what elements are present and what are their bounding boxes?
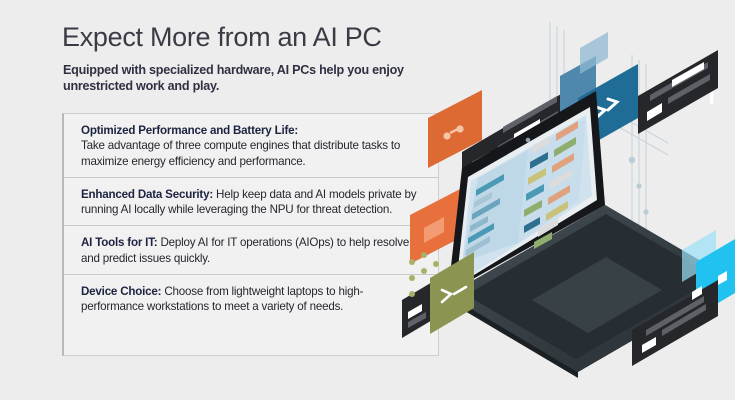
chevron-dash-icon: [440, 285, 468, 304]
screen-code-content: [462, 118, 586, 262]
play-bar-icon: [710, 91, 727, 285]
cyan-card-light: [682, 230, 716, 282]
laptop-base: [448, 205, 735, 378]
bullet-body: Deploy AI for IT operations (AIOps) to h…: [81, 236, 410, 265]
orange-card-bottom: [410, 188, 462, 264]
chevrons-icon: [594, 97, 620, 120]
bullet-lead: AI Tools for IT:: [81, 236, 158, 250]
bullet-body: Help keep data and AI models private by …: [81, 187, 417, 217]
dark-card-lower-right: [632, 280, 718, 366]
bullet-body: Choose from lightweight laptops to high-…: [81, 285, 364, 314]
code-bars-left: [466, 174, 504, 256]
bullet-lead: Device Choice:: [81, 285, 162, 299]
bullet-lead: Optimized Performance and Battery Life:: [81, 124, 299, 137]
blue-card-light-small: [580, 32, 608, 74]
dark-card-upper-right: [638, 50, 718, 134]
page-subtitle: Equipped with specialized hardware, AI P…: [63, 63, 404, 93]
laptop-screen: [448, 91, 605, 293]
page-title: Expect More from an AI PC: [62, 22, 382, 52]
bullet-lead: Enhanced Data Security:: [81, 187, 213, 201]
list-item: Optimized Performance and Battery Life: …: [64, 114, 438, 178]
ai-pc-illustration: [400, 0, 735, 400]
olive-card: [430, 252, 474, 334]
list-item: Enhanced Data Security: Help keep data a…: [64, 178, 438, 227]
olive-dots: [409, 252, 439, 297]
bullet-body: Take advantage of three compute engines …: [81, 139, 401, 168]
orange-card-top: [428, 90, 482, 168]
list-item: Device Choice: Choose from lightweight l…: [64, 275, 438, 323]
list-item: AI Tools for IT: Deploy AI for IT operat…: [64, 226, 438, 276]
code-bars-right: [524, 121, 578, 249]
feature-panel: Optimized Performance and Battery Life: …: [62, 113, 439, 356]
